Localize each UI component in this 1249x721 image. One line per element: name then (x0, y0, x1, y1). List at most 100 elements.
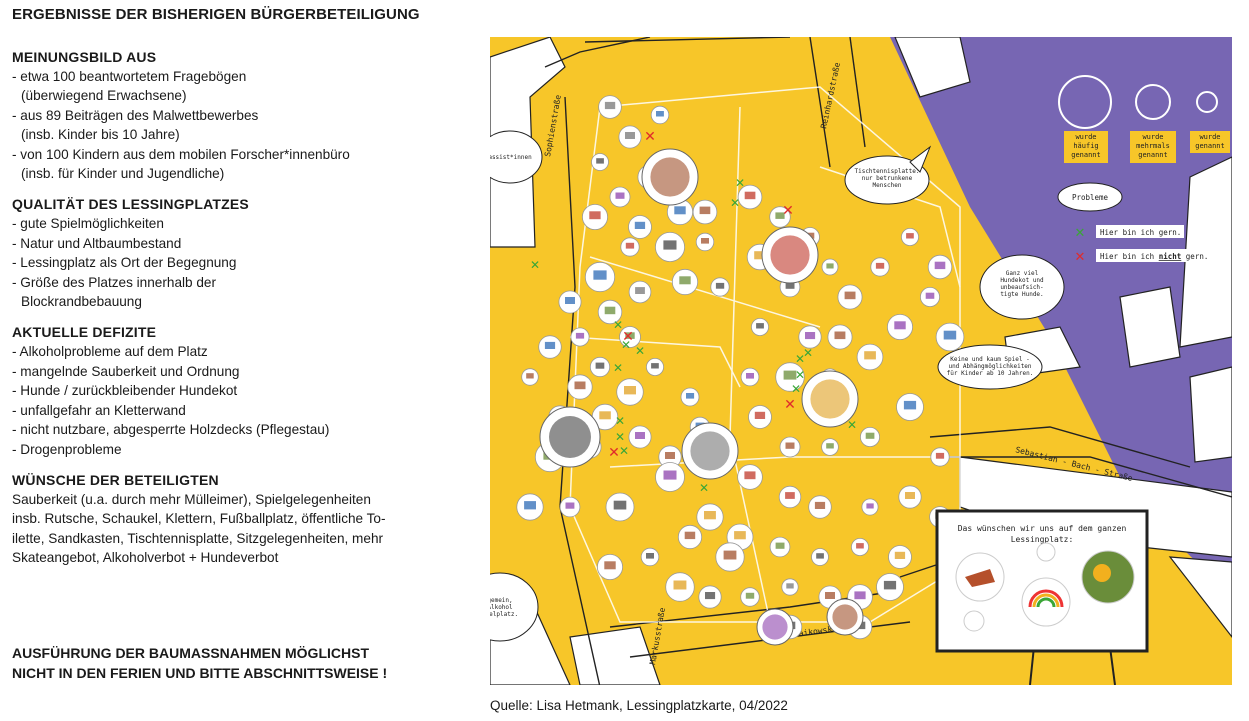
legend-problems-bubble (1057, 182, 1123, 212)
legend-size-label-bg (1130, 131, 1176, 163)
icon-pictogram (903, 400, 917, 410)
icon-pictogram (574, 381, 586, 390)
icon-pictogram (684, 531, 696, 540)
text-panel: ERGEBNISSE DER BISHERIGEN BÜRGERBETEILIG… (12, 6, 482, 581)
icon-pictogram (599, 411, 611, 420)
bubble-tail (909, 145, 932, 173)
bubble-spiel-text: Keine und kaum Spiel -und Abhängmöglichk… (947, 356, 1034, 377)
like-cross-icon: ✕ (791, 382, 801, 396)
final-note-line: AUSFÜHRUNG DER BAUMASSNAHMEN MÖGLICHST (12, 645, 369, 661)
icon-pictogram (715, 282, 725, 289)
icon-pictogram (634, 221, 646, 229)
icon-photo (650, 157, 690, 197)
dislike-cross-icon: ✕ (608, 444, 620, 460)
legend-size-label-bg (1190, 131, 1230, 153)
building (569, 626, 661, 685)
icon-pictogram (744, 471, 756, 480)
icon-pictogram (925, 292, 935, 299)
road (809, 37, 831, 168)
section: AKTUELLE DEFIZITE- Alkoholprobleme auf d… (12, 324, 482, 458)
icon-pictogram (524, 501, 536, 510)
road (559, 96, 601, 685)
icon-pictogram (826, 263, 834, 269)
bubble-spiel (937, 344, 1043, 390)
sign-text-line1: Das wünschen wir uns auf dem ganzen (958, 524, 1127, 533)
icon-pictogram (679, 276, 691, 285)
building (1168, 556, 1232, 638)
icon-pictogram (723, 550, 737, 560)
sign-wheelbarrow-shape (965, 569, 995, 587)
section-item: - mangelnde Sauberkeit und Ordnung (12, 363, 240, 379)
text-line: gemein, (490, 597, 513, 604)
icon-pictogram (825, 592, 835, 599)
like-cross-icon: ✕ (735, 176, 745, 190)
icon-pictogram (744, 191, 756, 200)
icon-pictogram (894, 321, 906, 330)
text-line: und Abhängmöglichkeiten (948, 363, 1031, 370)
text-line: Hundekot und (1000, 277, 1044, 284)
section-item: - gute Spielmöglichkeiten (12, 216, 164, 232)
icon-pictogram (686, 393, 695, 399)
like-cross-icon: ✕ (847, 418, 857, 432)
icon-pictogram (786, 583, 794, 589)
text-line: mehrmals (1136, 142, 1170, 150)
section-item: - Drogenprobleme (12, 441, 122, 457)
icon-pictogram (615, 192, 625, 199)
icon-pictogram (705, 592, 716, 600)
icon-pictogram (834, 331, 846, 340)
icon-pictogram (883, 580, 897, 590)
legend-circle-large (1058, 75, 1112, 129)
wishes-line: Sauberkeit (u.a. durch mehr Mülleimer), … (12, 491, 371, 507)
icon-pictogram (785, 492, 795, 499)
dislike-cross-icon: ✕ (1075, 249, 1086, 264)
lessingplatz-map: Sophienstraße Reinhardstraße Tschaikowsk… (490, 37, 1232, 685)
icon-pictogram (704, 511, 716, 520)
icon-pictogram (934, 261, 946, 270)
text-line: wurde (1199, 133, 1220, 141)
wishes-section: WÜNSCHE DER BETEILIGTEN Sauberkeit (u.a.… (12, 472, 482, 568)
icon-pictogram (906, 233, 914, 239)
section-item: - aus 89 Beiträgen des Malwettbewerbes (12, 107, 259, 123)
purple-area (890, 37, 1232, 597)
like-cross-icon: ✕ (795, 368, 805, 382)
text-line: nur betrunkene (862, 175, 913, 182)
icon-pictogram (665, 452, 675, 459)
building (1189, 366, 1232, 463)
icon-pictogram (734, 531, 746, 540)
icon-pictogram (785, 282, 795, 289)
icon-pictogram (635, 287, 645, 294)
sign-sandbox-icon (1036, 542, 1056, 562)
section: MEINUNGSBILD AUS- etwa 100 beantwortetem… (12, 49, 482, 183)
icon-pictogram (663, 240, 677, 250)
icon-pictogram (699, 206, 711, 215)
icon-pictogram (816, 553, 824, 559)
sign-rainbow-arc (1032, 593, 1060, 608)
sign-rainbow-arc (1028, 589, 1064, 608)
road (849, 37, 866, 148)
sections-list: MEINUNGSBILD AUS- etwa 100 beantwortetem… (12, 49, 482, 459)
icon-pictogram (745, 592, 755, 599)
section: QUALITÄT DES LESSINGPLATZES - gute Spielm… (12, 196, 482, 311)
icon-pictogram (826, 443, 834, 449)
section-heading: QUALITÄT DES LESSINGPLATZES (12, 196, 249, 213)
section-item: Blockrandbebauung (21, 294, 142, 310)
icon-circles (516, 95, 965, 646)
icon-pictogram (596, 158, 604, 164)
icon-pictogram (575, 332, 585, 339)
text-line: Alkohol (490, 604, 513, 611)
icon-pictogram (754, 251, 766, 260)
section-item: - Natur und Altbaumbestand (12, 235, 182, 251)
dislike-cross-icon: ✕ (622, 328, 634, 344)
icon-pictogram (701, 238, 709, 244)
text-line: Tischtennisplatte: (854, 168, 919, 175)
like-cross-icon: ✕ (635, 344, 645, 358)
section-item: (insb. Kinder bis 10 Jahre) (21, 127, 180, 143)
section-item: (insb. für Kinder und Jugendliche) (21, 166, 225, 182)
bubble-alkohol (490, 572, 539, 642)
legend-dislike-emph: nicht (1159, 252, 1182, 261)
icon-photo (770, 235, 810, 275)
